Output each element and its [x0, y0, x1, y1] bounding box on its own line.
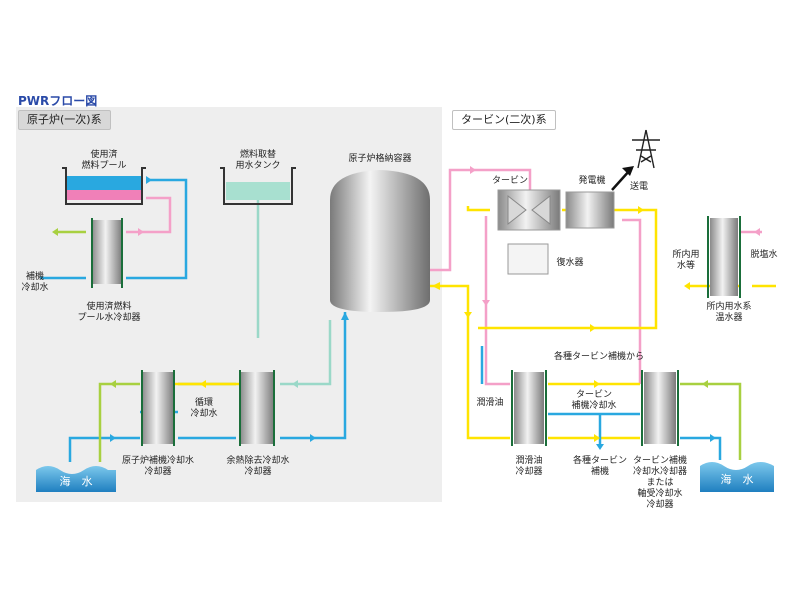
section-secondary-label: タービン(二次)系 — [452, 110, 556, 130]
lube-oil-cooler — [511, 370, 547, 446]
containment-label: 原子炉格納容器 — [348, 154, 412, 164]
containment-vessel — [330, 170, 430, 312]
primary-blue-upper-lines — [40, 178, 188, 280]
reactor-aux-cooler — [141, 370, 175, 446]
turbine-aux-cooling-water-label: タービン 補機冷却水 — [571, 390, 617, 411]
spent-fuel-pool-cooler — [91, 218, 123, 288]
turbine — [497, 189, 561, 231]
turbine-aux-cooler-label: タービン補機 冷却水冷却器 または 軸受冷却水 冷却器 — [632, 456, 687, 510]
secondary-green-lines — [680, 382, 742, 460]
page-title: PWRフロー図 — [18, 94, 98, 108]
section-primary-label: 原子炉(一次)系 — [18, 110, 111, 130]
spent-fuel-pool-label: 使用済 燃料プール — [81, 150, 127, 171]
transmission-arrow-icon — [611, 166, 634, 191]
seawater-left-label: 海 水 — [59, 475, 93, 488]
refueling-tank-label: 燃料取替 用水タンク — [235, 150, 281, 171]
reactor-aux-cooler-label: 原子炉補機冷却水 冷却器 — [121, 456, 194, 477]
refueling-water-tank — [220, 167, 296, 205]
site-water-heater-label: 所内用水系 温水器 — [706, 302, 752, 323]
spent-fuel-pool — [62, 167, 146, 205]
site-water-heater — [707, 216, 741, 298]
spent-fuel-cooler-label: 使用済燃料 プール水冷却器 — [77, 302, 141, 323]
deaerator-label: 脱塩水 — [750, 250, 778, 260]
primary-pink-lines — [126, 196, 172, 234]
lube-oil-label: 潤滑油 — [476, 398, 504, 408]
seawater-left — [36, 466, 116, 492]
aux-cooling-water-label: 補機 冷却水 — [21, 272, 49, 293]
transmission-label: 送電 — [629, 182, 648, 192]
site-water-label: 所内用 水等 — [672, 250, 700, 271]
flow-arrows — [52, 166, 760, 450]
turbine-label: タービン — [491, 176, 528, 186]
lube-oil-cooler-label: 潤滑油 冷却器 — [515, 456, 543, 477]
generator — [565, 191, 615, 229]
from-turbine-aux-label: 各種タービン補機から — [553, 352, 644, 362]
seawater-right — [700, 462, 774, 492]
turbine-aux-cooler — [641, 370, 679, 446]
generator-label: 発電機 — [578, 176, 606, 186]
seawater-right-label: 海 水 — [720, 473, 754, 486]
secondary-panel — [448, 107, 788, 502]
residual-heat-cooler-label: 余熱除去冷却水 冷却器 — [226, 456, 290, 477]
secondary-blue-lines — [480, 346, 722, 460]
residual-heat-cooler — [239, 370, 275, 446]
circ-cooling-water-label: 循環 冷却水 — [190, 398, 218, 419]
condenser — [507, 243, 549, 275]
condenser-label: 復水器 — [556, 258, 584, 268]
various-turbine-aux-label: 各種タービン 補機 — [572, 456, 627, 477]
transmission-tower-icon — [632, 129, 660, 169]
